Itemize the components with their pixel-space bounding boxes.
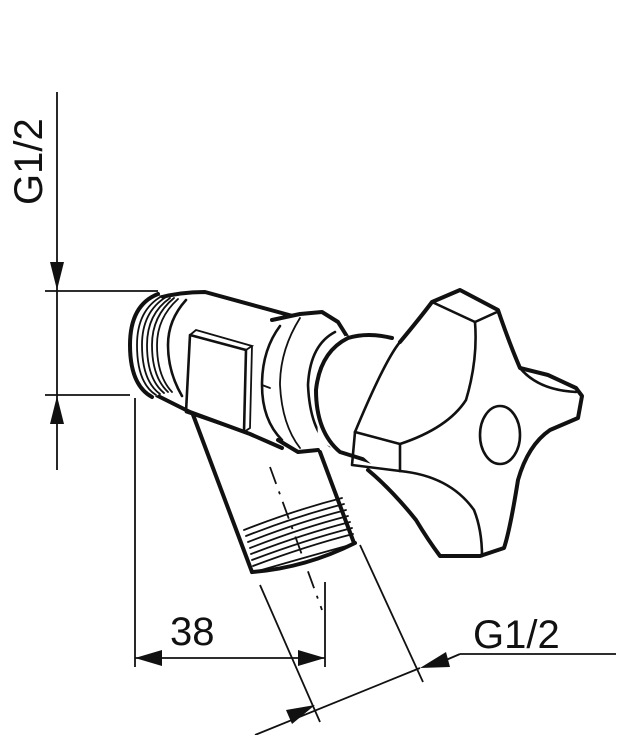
arrow-left-icon (135, 650, 162, 666)
top-thread-label: G1/2 (7, 118, 51, 205)
outlet-thread-label: G1/2 (473, 613, 560, 657)
arrow-right-icon (298, 650, 325, 666)
outlet-thread-dimension: G1/2 (254, 544, 616, 735)
arrow-outlet-lower-icon (286, 705, 315, 724)
horizontal-dimension-38: 38 (134, 398, 326, 667)
vertical-thread-dimension: G1/2 (7, 92, 158, 470)
cross-handle (350, 288, 584, 558)
offset-label: 38 (170, 610, 215, 654)
arrow-outlet-upper-icon (420, 652, 450, 668)
arrow-up-icon (50, 396, 64, 424)
handle-indicator-icon (478, 404, 522, 466)
arrow-down-icon (50, 262, 64, 290)
